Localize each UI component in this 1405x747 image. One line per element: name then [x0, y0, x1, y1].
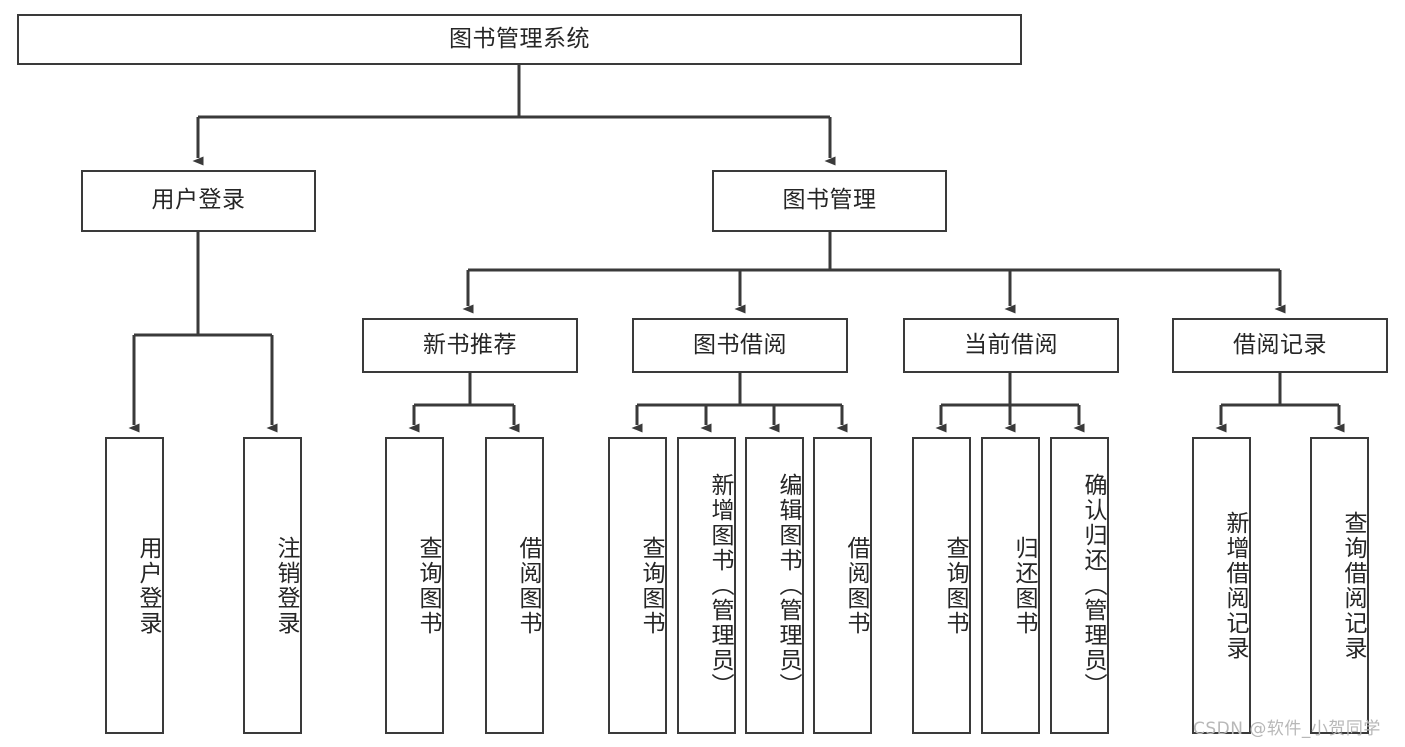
- node-current-borrow[interactable]: 当前借阅: [903, 318, 1119, 373]
- leaf-recommend-borrow-book[interactable]: 借阅图书: [485, 437, 544, 734]
- node-label: 查询图书: [415, 535, 441, 636]
- leaf-borrow-edit-book-admin[interactable]: 编辑图书（管理员）: [745, 437, 804, 734]
- node-label: 新增借阅记录: [1222, 510, 1248, 661]
- leaf-record-add-borrow-record[interactable]: 新增借阅记录: [1192, 437, 1251, 734]
- leaf-recommend-query-book[interactable]: 查询图书: [385, 437, 444, 734]
- node-label: 用户登录: [135, 535, 161, 636]
- leaf-current-confirm-return-admin[interactable]: 确认归还（管理员）: [1050, 437, 1109, 734]
- node-label: 图书管理: [782, 187, 877, 214]
- node-label: 借阅记录: [1233, 331, 1327, 358]
- leaf-borrow-query-book[interactable]: 查询图书: [608, 437, 667, 734]
- node-label: 图书借阅: [693, 331, 787, 358]
- node-label: 新增图书（管理员）: [707, 473, 733, 698]
- node-root-book-management-system[interactable]: 图书管理系统: [17, 14, 1022, 65]
- node-borrow-record[interactable]: 借阅记录: [1172, 318, 1388, 373]
- node-label: 查询图书: [638, 535, 664, 636]
- node-label: 借阅图书: [843, 535, 869, 636]
- node-new-book-recommend[interactable]: 新书推荐: [362, 318, 578, 373]
- leaf-current-query-book[interactable]: 查询图书: [912, 437, 971, 734]
- node-label: 借阅图书: [515, 535, 541, 636]
- leaf-borrow-borrow-book[interactable]: 借阅图书: [813, 437, 872, 734]
- node-label: 注销登录: [273, 535, 299, 636]
- node-label: 当前借阅: [964, 331, 1058, 358]
- node-book-borrow[interactable]: 图书借阅: [632, 318, 848, 373]
- node-user-login[interactable]: 用户登录: [81, 170, 316, 232]
- node-label: 用户登录: [151, 187, 246, 214]
- node-book-management[interactable]: 图书管理: [712, 170, 947, 232]
- node-label: 确认归还（管理员）: [1080, 473, 1106, 698]
- leaf-current-return-book[interactable]: 归还图书: [981, 437, 1040, 734]
- node-label: 编辑图书（管理员）: [775, 473, 801, 698]
- leaf-borrow-add-book-admin[interactable]: 新增图书（管理员）: [677, 437, 736, 734]
- csdn-watermark: CSDN @软件_小贺同学: [1193, 719, 1381, 739]
- node-label: 归还图书: [1011, 535, 1037, 636]
- node-label: 新书推荐: [423, 331, 517, 358]
- leaf-record-query-borrow-record[interactable]: 查询借阅记录: [1310, 437, 1369, 734]
- node-label: 图书管理系统: [449, 25, 590, 52]
- leaf-user-login[interactable]: 用户登录: [105, 437, 164, 734]
- node-label: 查询图书: [942, 535, 968, 636]
- node-label: 查询借阅记录: [1340, 510, 1366, 661]
- leaf-logout-login[interactable]: 注销登录: [243, 437, 302, 734]
